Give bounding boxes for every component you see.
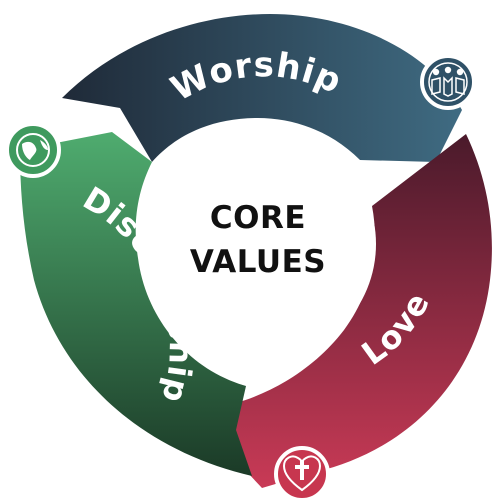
heart-cross-icon bbox=[274, 446, 330, 502]
center-circle bbox=[140, 126, 376, 362]
segment-discipleship bbox=[20, 132, 252, 476]
people-with-bible-icon bbox=[420, 54, 476, 110]
center-title-line1: CORE bbox=[210, 200, 306, 236]
center-title-line2: VALUES bbox=[190, 244, 326, 280]
segment-love bbox=[214, 134, 492, 488]
globe-icon bbox=[5, 122, 61, 178]
segment-worship bbox=[62, 14, 462, 162]
